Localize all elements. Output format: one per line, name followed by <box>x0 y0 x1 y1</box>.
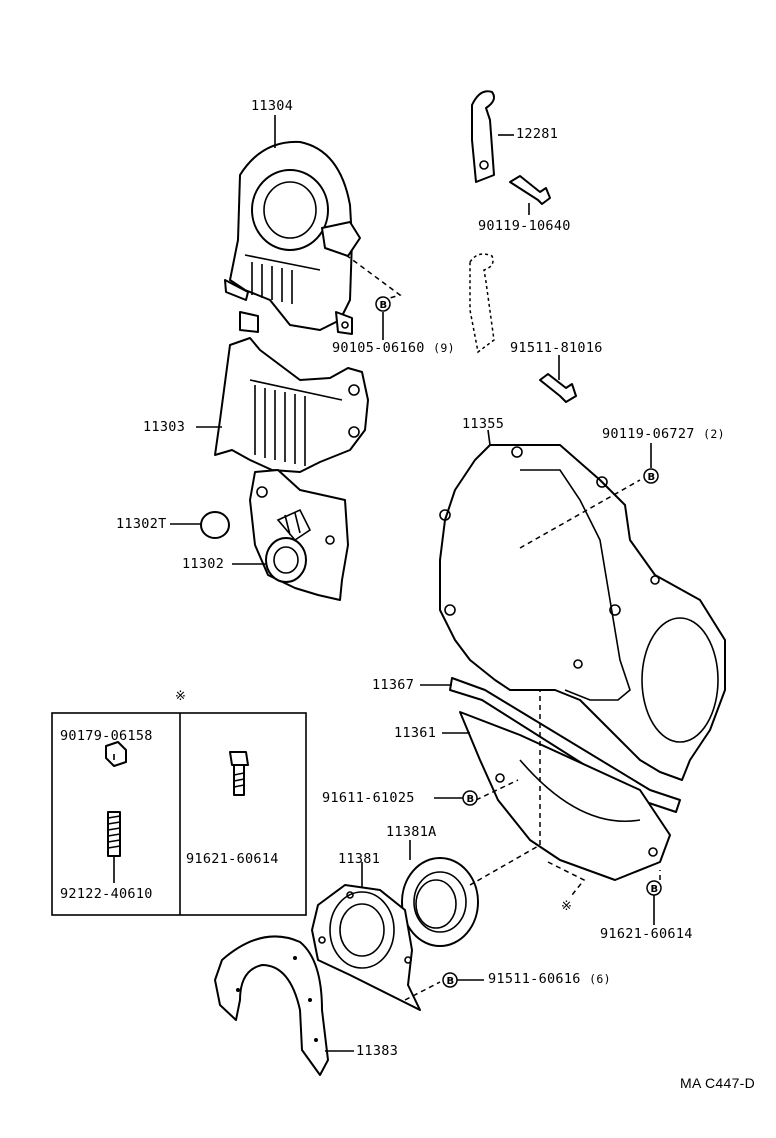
engine-hook-outline <box>469 253 495 354</box>
label-90105-06160: 90105-06160 (9) <box>332 340 455 356</box>
quantity: (6) <box>589 972 611 986</box>
inset-label-92122-40610: 92122-40610 <box>60 886 153 902</box>
circle-b-label: B <box>648 472 656 483</box>
gasket-11383 <box>214 935 329 1076</box>
asterisk-marker-plate: ※ <box>561 899 572 914</box>
inset-label-90179-06158: 90179-06158 <box>60 728 153 744</box>
part-number: 90119-06727 <box>602 426 695 442</box>
label-11302T: 11302T <box>116 516 167 532</box>
label-91511-60616: 91511-60616 (6) <box>488 971 611 987</box>
circle-b-label: B <box>651 884 659 895</box>
retainer-11361 <box>459 711 671 881</box>
timing-cover-11302 <box>249 469 349 601</box>
leader-lines <box>170 115 655 1052</box>
diagram-code: MA C447-D <box>680 1075 756 1091</box>
end-plate-11355 <box>439 444 726 781</box>
circle-b-label: B <box>380 300 388 311</box>
asterisk-marker-inset: ※ <box>175 689 186 704</box>
bolt-90119-10640 <box>509 175 551 205</box>
timing-cover-upper-11304 <box>224 140 361 335</box>
seal-retainer-11381 <box>311 884 421 1011</box>
label-11367: 11367 <box>372 677 415 693</box>
timing-cover-lower-11303 <box>214 311 369 473</box>
part-number: 90105-06160 <box>332 340 425 356</box>
label-11361: 11361 <box>394 725 437 741</box>
quantity: (9) <box>433 341 455 355</box>
label-11381: 11381 <box>338 851 381 867</box>
label-11303: 11303 <box>143 419 186 435</box>
quantity: (2) <box>703 427 725 441</box>
circle-b-markers: B B B B B <box>375 296 662 988</box>
bolt-91511-81016 <box>539 373 577 403</box>
inset-label-91621-60614: 91621-60614 <box>186 851 279 867</box>
oil-seal-11381A <box>401 857 479 947</box>
label-90119-10640: 90119-10640 <box>478 218 571 234</box>
label-11381A: 11381A <box>386 824 437 840</box>
label-11383: 11383 <box>356 1043 399 1059</box>
label-91621-60614: 91621-60614 <box>600 926 693 942</box>
label-90119-06727: 90119-06727 (2) <box>602 426 725 442</box>
label-91511-81016: 91511-81016 <box>510 340 603 356</box>
plug-11302T <box>200 511 230 539</box>
circle-b-label: B <box>447 976 455 987</box>
label-11355: 11355 <box>462 416 505 432</box>
label-91611-61025: 91611-61025 <box>322 790 415 806</box>
label-11302: 11302 <box>182 556 225 572</box>
engine-hook-12281 <box>471 90 495 183</box>
inset-box <box>51 712 307 916</box>
part-number: 91511-60616 <box>488 971 581 987</box>
label-11304: 11304 <box>251 98 294 114</box>
label-12281: 12281 <box>516 126 559 142</box>
circle-b-label: B <box>467 794 475 805</box>
assembly-dash-lines <box>345 254 661 1001</box>
